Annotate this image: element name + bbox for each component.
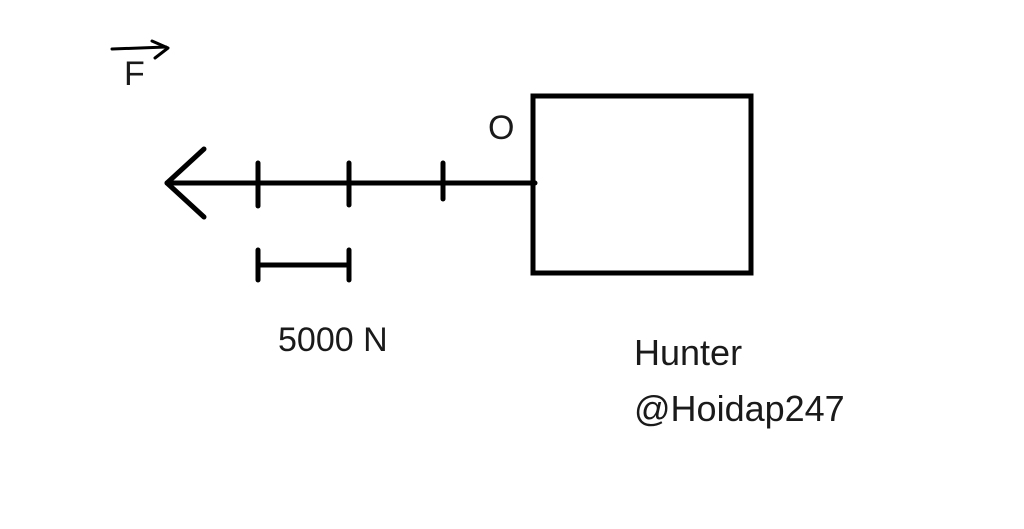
object-box <box>530 93 754 276</box>
vector-arrow-over-symbol <box>110 39 170 60</box>
credit-name: Hunter <box>634 332 742 373</box>
force-arrow <box>164 146 538 220</box>
vector-symbol: F <box>124 55 145 93</box>
scale-bar <box>255 247 352 283</box>
credit-handle: @Hoidap247 <box>634 388 845 429</box>
origin-label: O <box>488 109 514 147</box>
vector-notation: F <box>110 39 170 93</box>
scale-label: 5000 N <box>278 321 388 359</box>
force-arrow-head <box>164 146 207 220</box>
